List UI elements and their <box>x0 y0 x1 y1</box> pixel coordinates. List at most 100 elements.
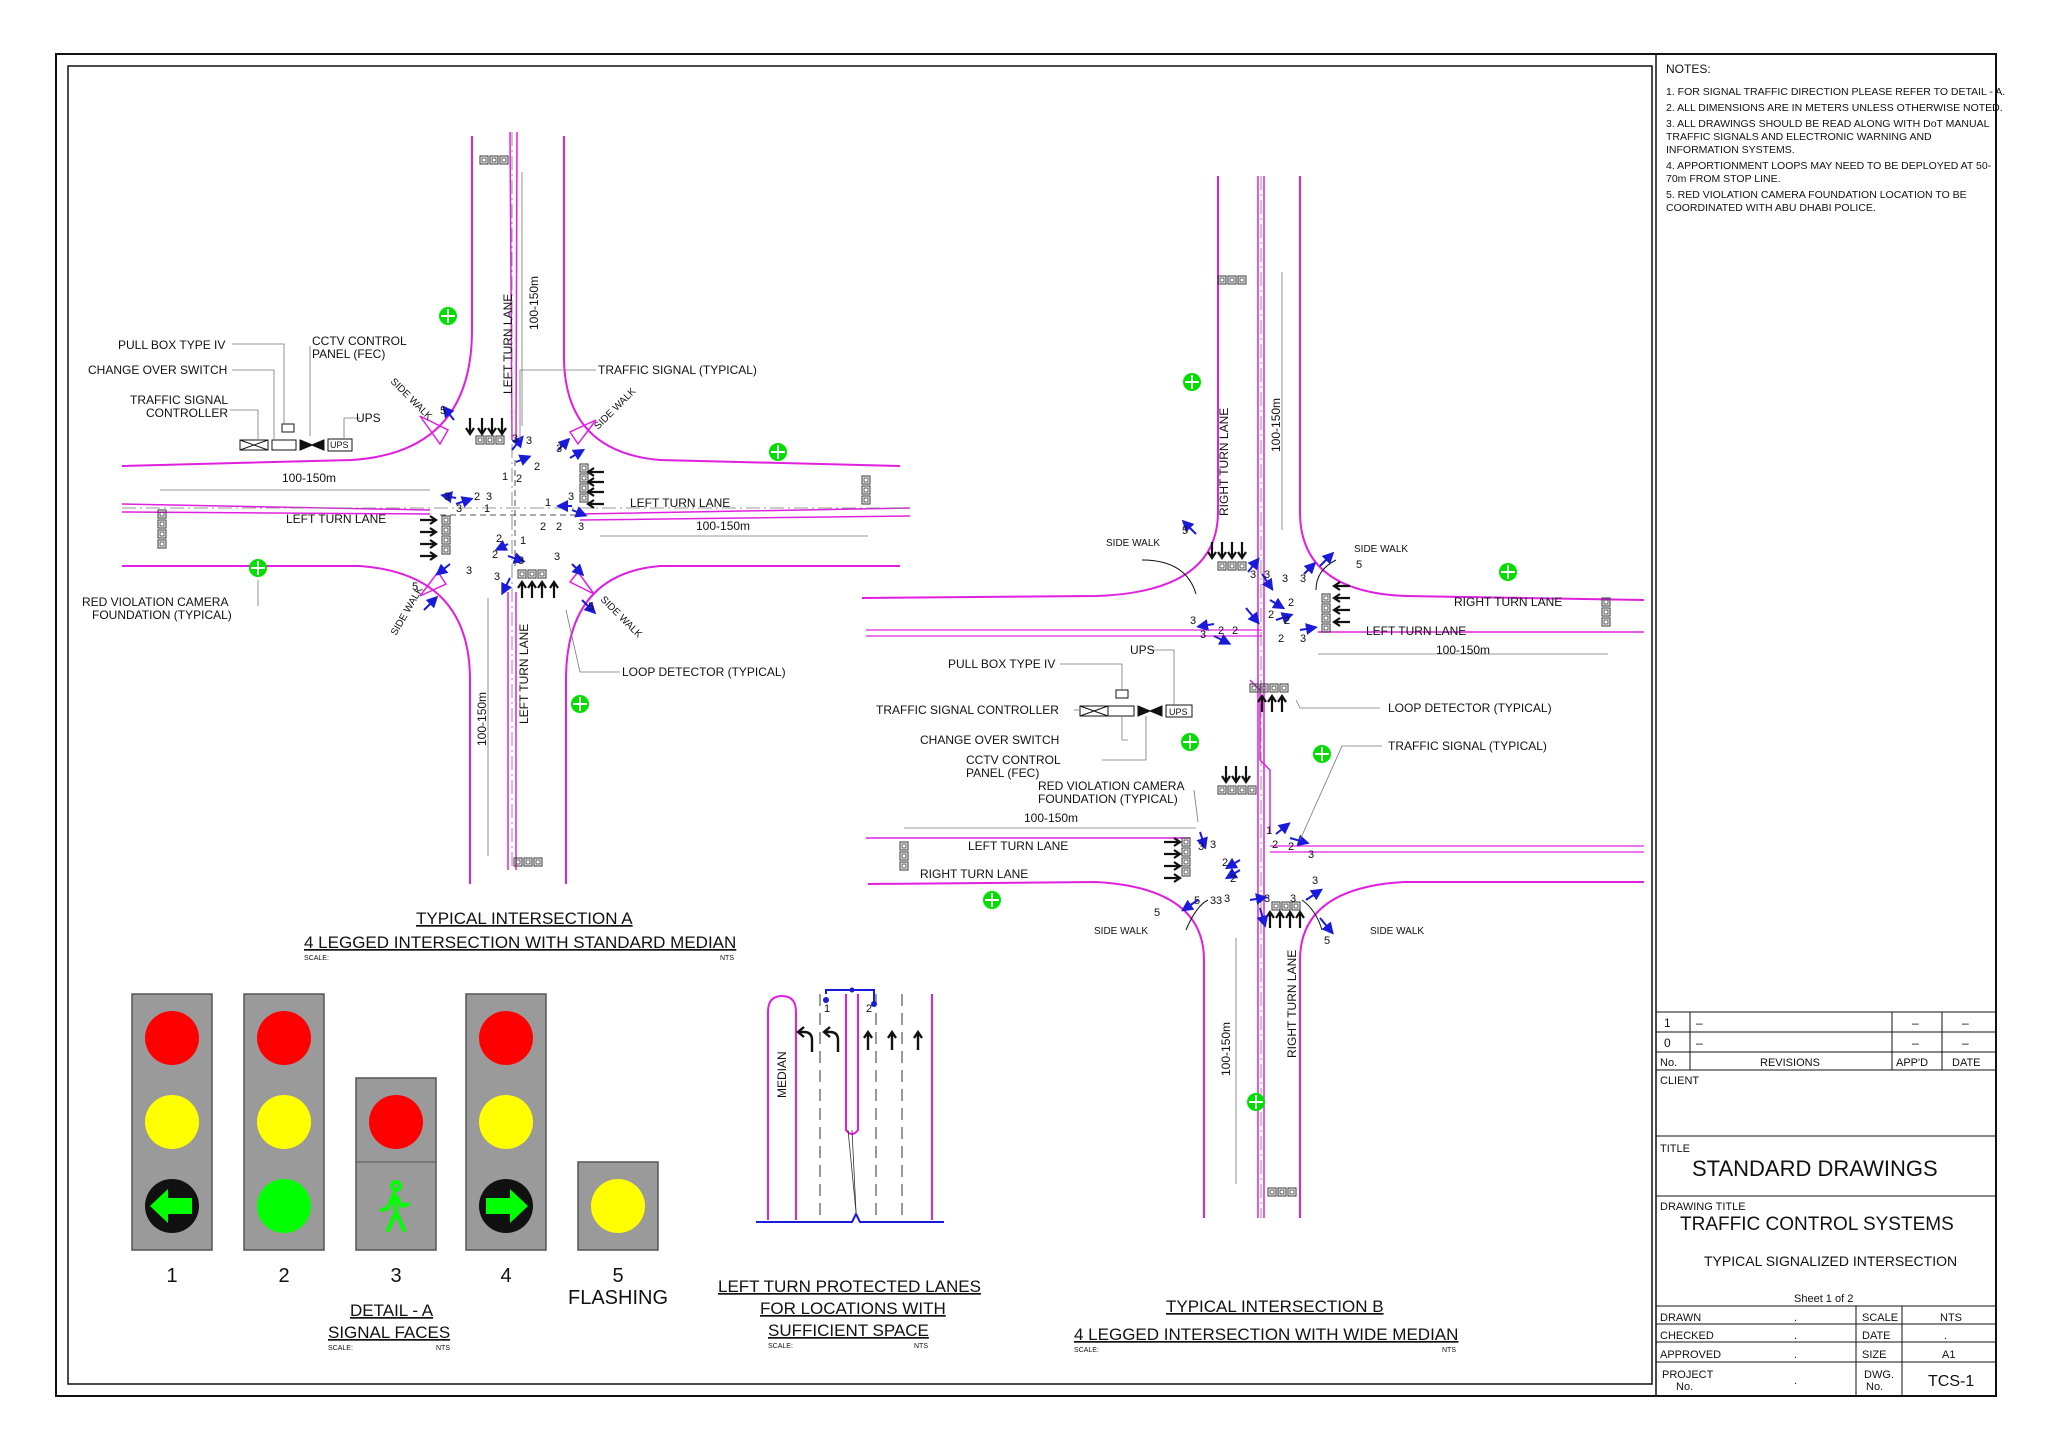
svg-text:2: 2 <box>1230 873 1236 885</box>
drawn-label: DRAWN <box>1660 1312 1701 1324</box>
svg-text:3: 3 <box>1200 629 1206 641</box>
svg-text:3: 3 <box>556 443 562 455</box>
project-label: No. <box>1676 1381 1693 1393</box>
label-left-turn-lane: LEFT TURN LANE <box>1366 624 1466 638</box>
svg-text:3: 3 <box>1224 893 1230 905</box>
label-dim-vertical: 100-150m <box>527 276 541 330</box>
svg-text:2: 2 <box>1218 625 1224 637</box>
detail-a-subtitle: SIGNAL FACES <box>328 1323 450 1342</box>
approved-label: APPROVED <box>1660 1349 1721 1361</box>
median-b <box>1270 845 1644 853</box>
label-pull-box: PULL BOX TYPE IV <box>948 657 1055 671</box>
signal-face-caption: FLASHING <box>568 1287 668 1309</box>
label-traffic-signal: TRAFFIC SIGNAL (TYPICAL) <box>1388 739 1547 753</box>
svg-text:3: 3 <box>1300 633 1306 645</box>
client-label: CLIENT <box>1660 1075 1699 1087</box>
yellow-lamp <box>145 1095 199 1149</box>
notes-heading: NOTES: <box>1666 62 1711 76</box>
rev-desc: – <box>1696 1036 1703 1050</box>
median-label: MEDIAN <box>775 1051 789 1098</box>
detail-labels: DETAIL - A SIGNAL FACES SCALE: NTS LEFT … <box>328 1003 981 1352</box>
drawing-subtitle: TYPICAL SIGNALIZED INTERSECTION <box>1704 1253 1957 1269</box>
svg-text:3: 3 <box>1264 893 1270 905</box>
svg-text:1: 1 <box>520 535 526 547</box>
ups-box-label: UPS <box>330 440 349 450</box>
intersection-a-labels: PULL BOX TYPE IV CHANGE OVER SWITCH TRAF… <box>82 276 786 962</box>
size-key: SIZE <box>1862 1349 1886 1361</box>
approved-value: . <box>1794 1349 1797 1361</box>
dwg-label: DWG. <box>1864 1369 1894 1381</box>
median-b <box>866 629 1262 637</box>
leader-lines-b <box>1060 649 1382 841</box>
left-turn-signal-number: 2 <box>866 1003 872 1015</box>
camera-foundation-icon <box>768 442 788 462</box>
rev-date: – <box>1962 1016 1969 1030</box>
rev-no: 0 <box>1664 1036 1671 1050</box>
scale-value: NTS <box>1442 1347 1456 1354</box>
pedestrian-icon <box>380 1180 410 1232</box>
signal-face-number: 4 <box>500 1265 511 1287</box>
label-controller: CONTROLLER <box>146 406 228 420</box>
svg-text:2: 2 <box>534 461 540 473</box>
camera-foundation-icon <box>1180 732 1200 752</box>
red-lamp <box>145 1011 199 1065</box>
scale-value: NTS <box>436 1345 450 1352</box>
rev-no: 1 <box>1664 1016 1671 1030</box>
svg-text:2: 2 <box>1232 625 1238 637</box>
controller-cabinet-a <box>239 423 353 452</box>
drawing-set-title: STANDARD DRAWINGS <box>1692 1156 1938 1181</box>
detail-a-title: DETAIL - A <box>350 1301 434 1320</box>
scale-val: NTS <box>1940 1312 1962 1324</box>
sheet-number: Sheet 1 of 2 <box>1794 1293 1853 1305</box>
signal-face-number: 5 <box>612 1265 623 1287</box>
date-val: . <box>1944 1330 1947 1342</box>
yellow-lamp <box>591 1179 645 1233</box>
svg-text:2: 2 <box>1278 633 1284 645</box>
svg-text:2: 2 <box>1288 597 1294 609</box>
rev-header-revisions: REVISIONS <box>1760 1057 1820 1069</box>
svg-text:5: 5 <box>1182 525 1188 537</box>
svg-text:1: 1 <box>545 497 551 509</box>
rev-appd: – <box>1912 1016 1919 1030</box>
left-turn-signal-number: 1 <box>824 1003 830 1015</box>
rev-desc: – <box>1696 1016 1703 1030</box>
scale-label: SCALE: <box>328 1345 353 1352</box>
svg-text:2: 2 <box>516 473 522 485</box>
scale-value: NTS <box>914 1343 928 1350</box>
scale-label: SCALE: <box>1074 1347 1099 1354</box>
label-cctv: CCTV CONTROL <box>312 334 407 348</box>
label-left-turn-lane: LEFT TURN LANE <box>630 496 730 510</box>
signal-heads-b <box>1181 519 1335 935</box>
median-b <box>1249 679 1271 834</box>
intersection-b-subtitle: 4 LEGGED INTERSECTION WITH WIDE MEDIAN <box>1074 1325 1458 1344</box>
drawing-title: TRAFFIC CONTROL SYSTEMS <box>1680 1214 1954 1235</box>
scale-key: SCALE <box>1862 1312 1898 1324</box>
left-turn-title: SUFFICIENT SPACE <box>768 1321 929 1340</box>
label-red-violation: FOUNDATION (TYPICAL) <box>1038 792 1178 806</box>
camera-foundation-icon <box>570 694 590 714</box>
scale-label: SCALE: <box>304 955 329 962</box>
note-item: 2. ALL DIMENSIONS ARE IN METERS UNLESS O… <box>1666 102 2003 114</box>
rev-appd: – <box>1912 1036 1919 1050</box>
svg-text:2: 2 <box>1268 609 1274 621</box>
label-controller: TRAFFIC SIGNAL CONTROLLER <box>876 703 1059 717</box>
note-item: 5. RED VIOLATION CAMERA FOUNDATION LOCAT… <box>1666 189 1967 214</box>
label-dim: 100-150m <box>282 471 336 485</box>
label-side-walk: SIDE WALK <box>389 585 426 638</box>
road-edge-a <box>563 136 901 467</box>
svg-text:5: 5 <box>1194 895 1200 907</box>
scale-label: SCALE: <box>768 1343 793 1350</box>
date-key: DATE <box>1862 1330 1891 1342</box>
svg-text:3: 3 <box>512 433 518 445</box>
intersection-b-title: TYPICAL INTERSECTION B <box>1166 1297 1384 1316</box>
red-lamp <box>369 1095 423 1149</box>
note-item: 4. APPORTIONMENT LOOPS MAY NEED TO BE DE… <box>1666 160 1992 185</box>
svg-text:5: 5 <box>1324 935 1330 947</box>
label-change-over-switch: CHANGE OVER SWITCH <box>920 733 1059 747</box>
left-turn-title: FOR LOCATIONS WITH <box>760 1299 946 1318</box>
